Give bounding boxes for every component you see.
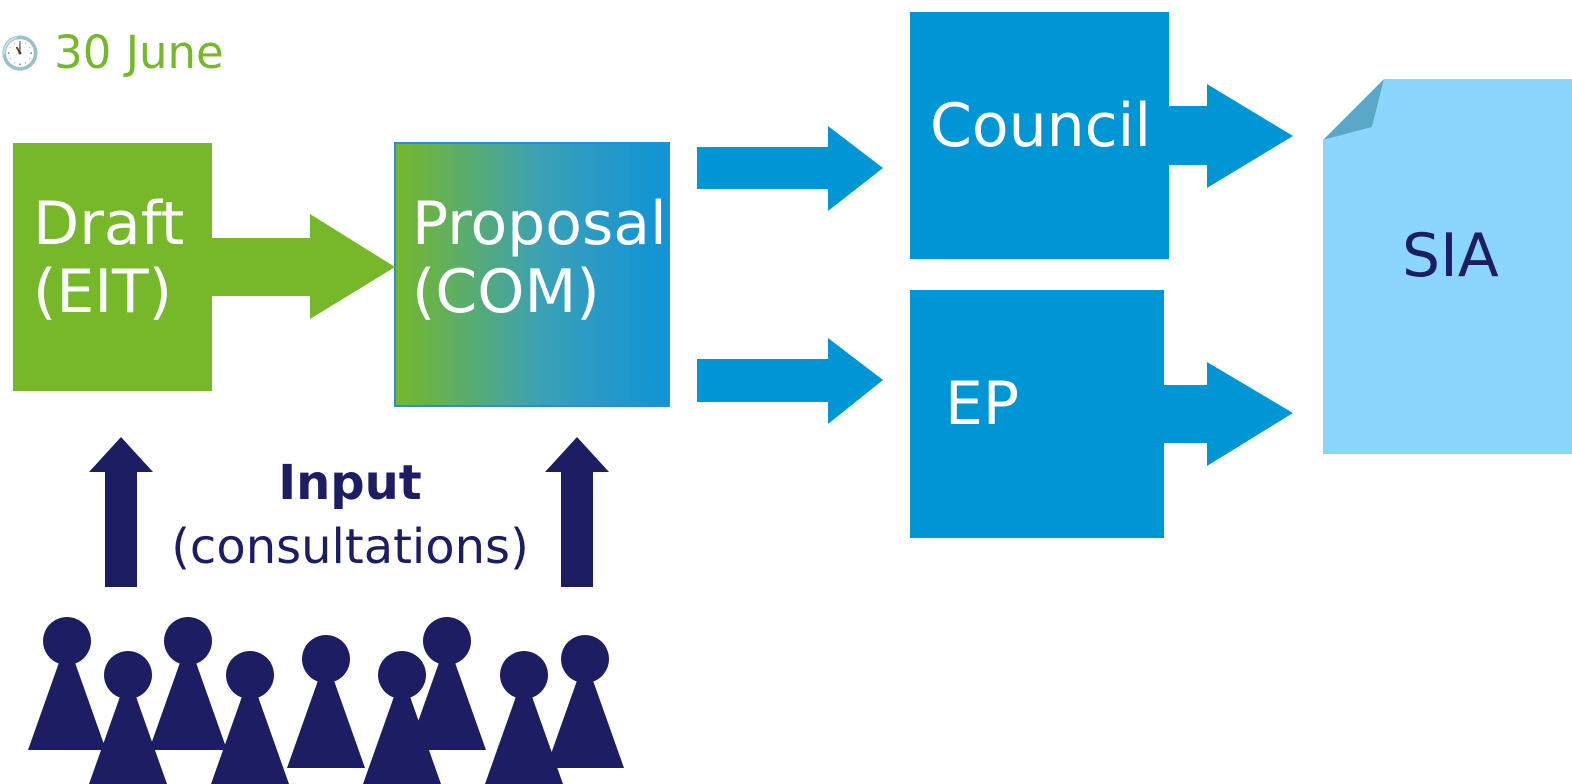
ep-box <box>910 290 1164 538</box>
arrow-input-to-draft <box>89 437 153 587</box>
person-icon <box>485 651 563 784</box>
input-title: Input <box>278 455 422 511</box>
council-box <box>910 12 1169 259</box>
draft-label: Draft (EIT) <box>33 190 184 326</box>
draft-label-line2: (EIT) <box>33 257 173 327</box>
proposal-box <box>394 142 670 407</box>
ep-label: EP <box>945 369 1020 439</box>
input-subtitle: (consultations) <box>171 519 529 575</box>
date-label: 🕚 30 June <box>0 26 224 80</box>
proposal-label-line1: Proposal <box>412 189 667 259</box>
proposal-label: Proposal (COM) <box>412 190 667 326</box>
person-icon <box>363 651 441 784</box>
person-icon <box>408 617 486 750</box>
sia-document-fold <box>1323 79 1384 140</box>
person-icon <box>149 617 227 750</box>
sia-label: SIA <box>1402 221 1499 291</box>
person-icon <box>211 651 289 784</box>
person-icon <box>546 635 624 768</box>
sia-document <box>1323 79 1572 454</box>
person-icon <box>89 651 167 784</box>
person-icon <box>287 635 365 768</box>
arrow-ep-to-sia <box>1164 362 1293 466</box>
draft-label-line1: Draft <box>33 189 185 259</box>
arrow-draft-to-proposal <box>212 214 395 319</box>
draft-box <box>13 143 212 391</box>
clock-icon: 🕚 <box>0 34 40 72</box>
arrow-council-to-sia <box>1169 84 1293 188</box>
people-group <box>28 617 624 784</box>
proposal-label-line2: (COM) <box>412 257 600 327</box>
arrow-proposal-to-ep <box>697 338 883 424</box>
council-label: Council <box>930 91 1151 161</box>
arrow-proposal-to-council <box>697 126 883 211</box>
person-icon <box>28 617 106 750</box>
arrow-input-to-proposal <box>545 437 609 587</box>
date-text: 30 June <box>54 26 224 79</box>
